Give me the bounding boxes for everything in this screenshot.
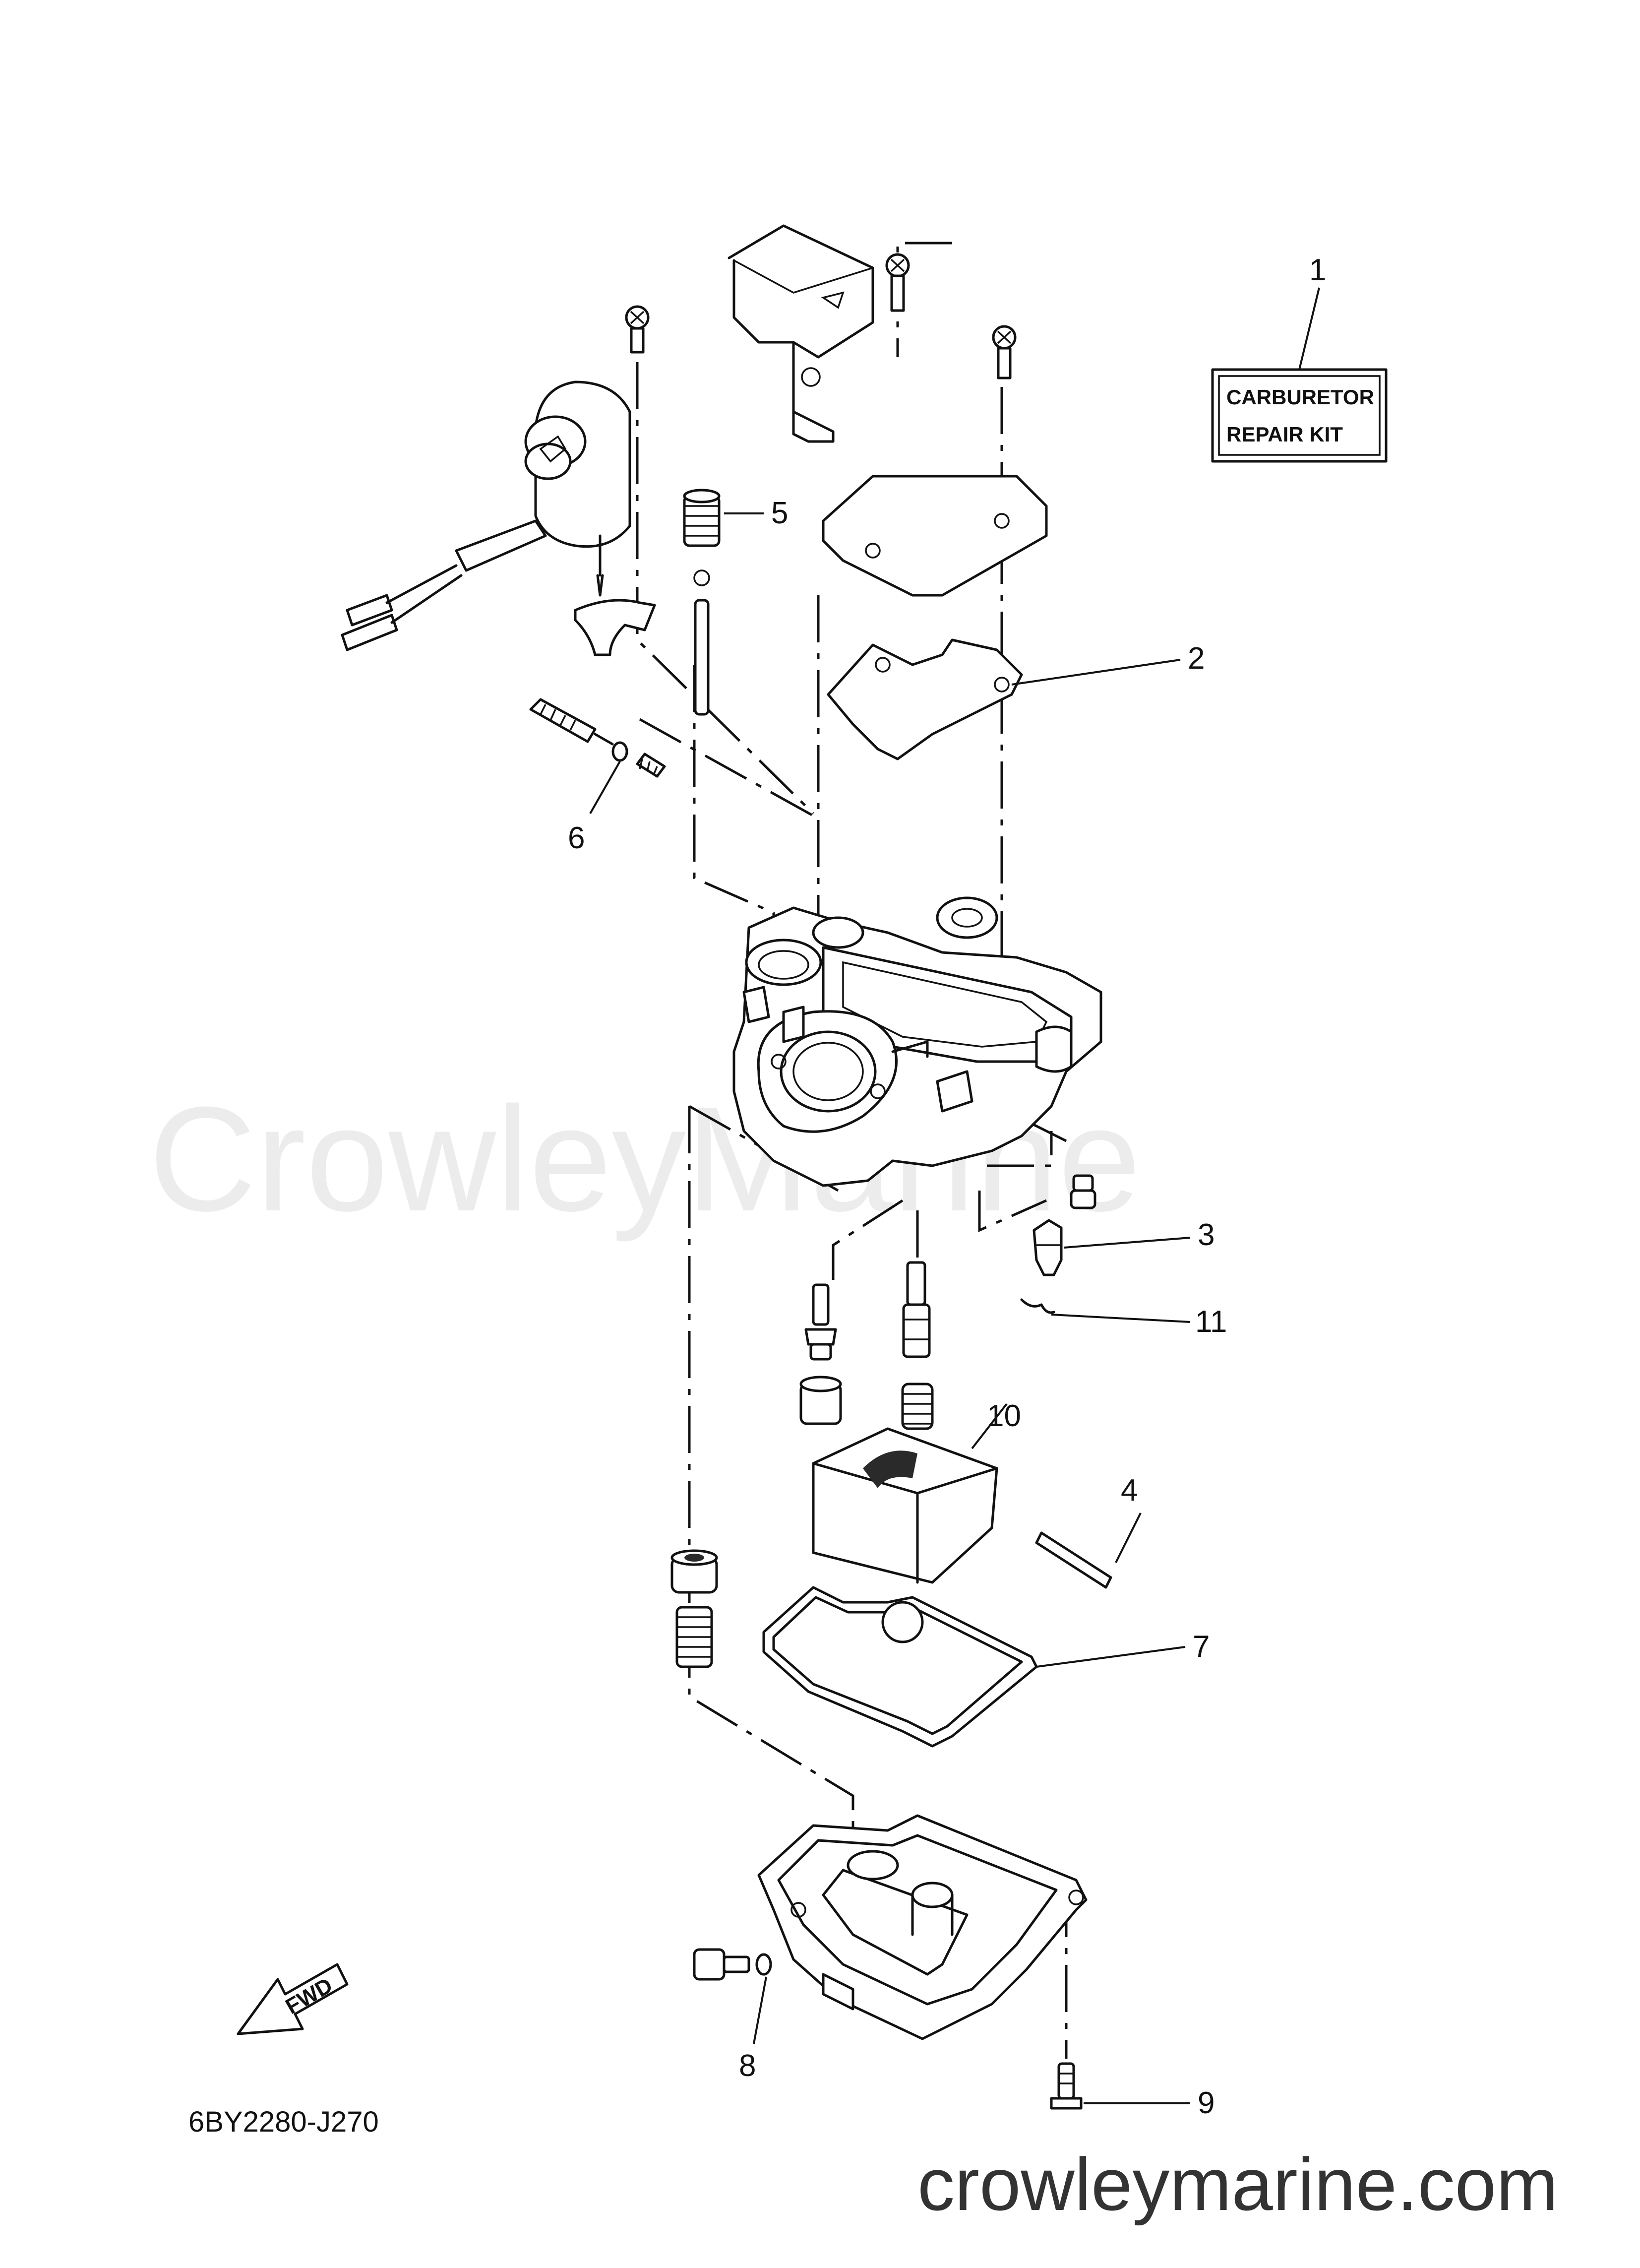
- drain-screw: [693, 1948, 750, 1981]
- jet-plug: [799, 1376, 842, 1425]
- screw-top-right: [992, 325, 1017, 379]
- needle-clip: [1020, 1298, 1055, 1314]
- carburetor-cover-plate: [822, 475, 1048, 597]
- carburetor-repair-kit-label: CARBURETOR REPAIR KIT: [1211, 368, 1388, 463]
- pilot-jet-spring: [683, 489, 721, 716]
- repair-kit-line2: REPAIR KIT: [1226, 423, 1343, 446]
- jet-spring: [901, 1383, 934, 1430]
- accelerator-spring: [675, 1606, 713, 1668]
- throttle-cam-bracket: [728, 224, 874, 443]
- callout-7: 7: [1193, 1630, 1210, 1664]
- callout-4: 4: [1121, 1473, 1138, 1508]
- pilot-screw-assembly: [529, 698, 666, 778]
- callout-numbers: 1 2 3 4 5 6 7 8 9 10 11: [568, 253, 1326, 2120]
- drain-washer: [755, 1953, 772, 1976]
- needle-valve-screw: [1070, 1174, 1096, 1209]
- screw-top-center: [885, 253, 910, 312]
- fuel-solenoid-assembly: [341, 380, 656, 656]
- float-bowl-gasket: [762, 1586, 1038, 1748]
- callout-5: 5: [771, 496, 788, 530]
- callout-11: 11: [1195, 1305, 1227, 1339]
- needle-valve: [1033, 1219, 1063, 1276]
- repair-kit-line1: CARBURETOR: [1226, 385, 1374, 409]
- callout-10: 10: [987, 1399, 1021, 1433]
- cover-gasket: [827, 638, 1023, 760]
- fwd-arrow-icon: FWD: [237, 1963, 349, 2035]
- callout-leaders: [589, 287, 1320, 2104]
- callout-2: 2: [1188, 641, 1205, 676]
- website-url[interactable]: crowleymarine.com: [917, 2142, 1558, 2226]
- callout-1: 1: [1309, 253, 1326, 287]
- accelerator-cap: [670, 1549, 718, 1594]
- carburetor-body: [732, 896, 1102, 1187]
- screw-top-left: [625, 305, 650, 354]
- callout-6: 6: [568, 821, 585, 855]
- diagram-code: 6BY2280-J270: [188, 2106, 379, 2138]
- main-jet: [804, 1283, 837, 1361]
- main-nozzle: [902, 1261, 931, 1358]
- callout-9: 9: [1198, 2086, 1215, 2120]
- callout-3: 3: [1198, 1218, 1215, 1252]
- float: [812, 1427, 998, 1584]
- float-bowl: [757, 1814, 1088, 2040]
- float-pin: [1035, 1531, 1112, 1589]
- callout-8: 8: [739, 2049, 756, 2083]
- bowl-screw: [1050, 2062, 1083, 2110]
